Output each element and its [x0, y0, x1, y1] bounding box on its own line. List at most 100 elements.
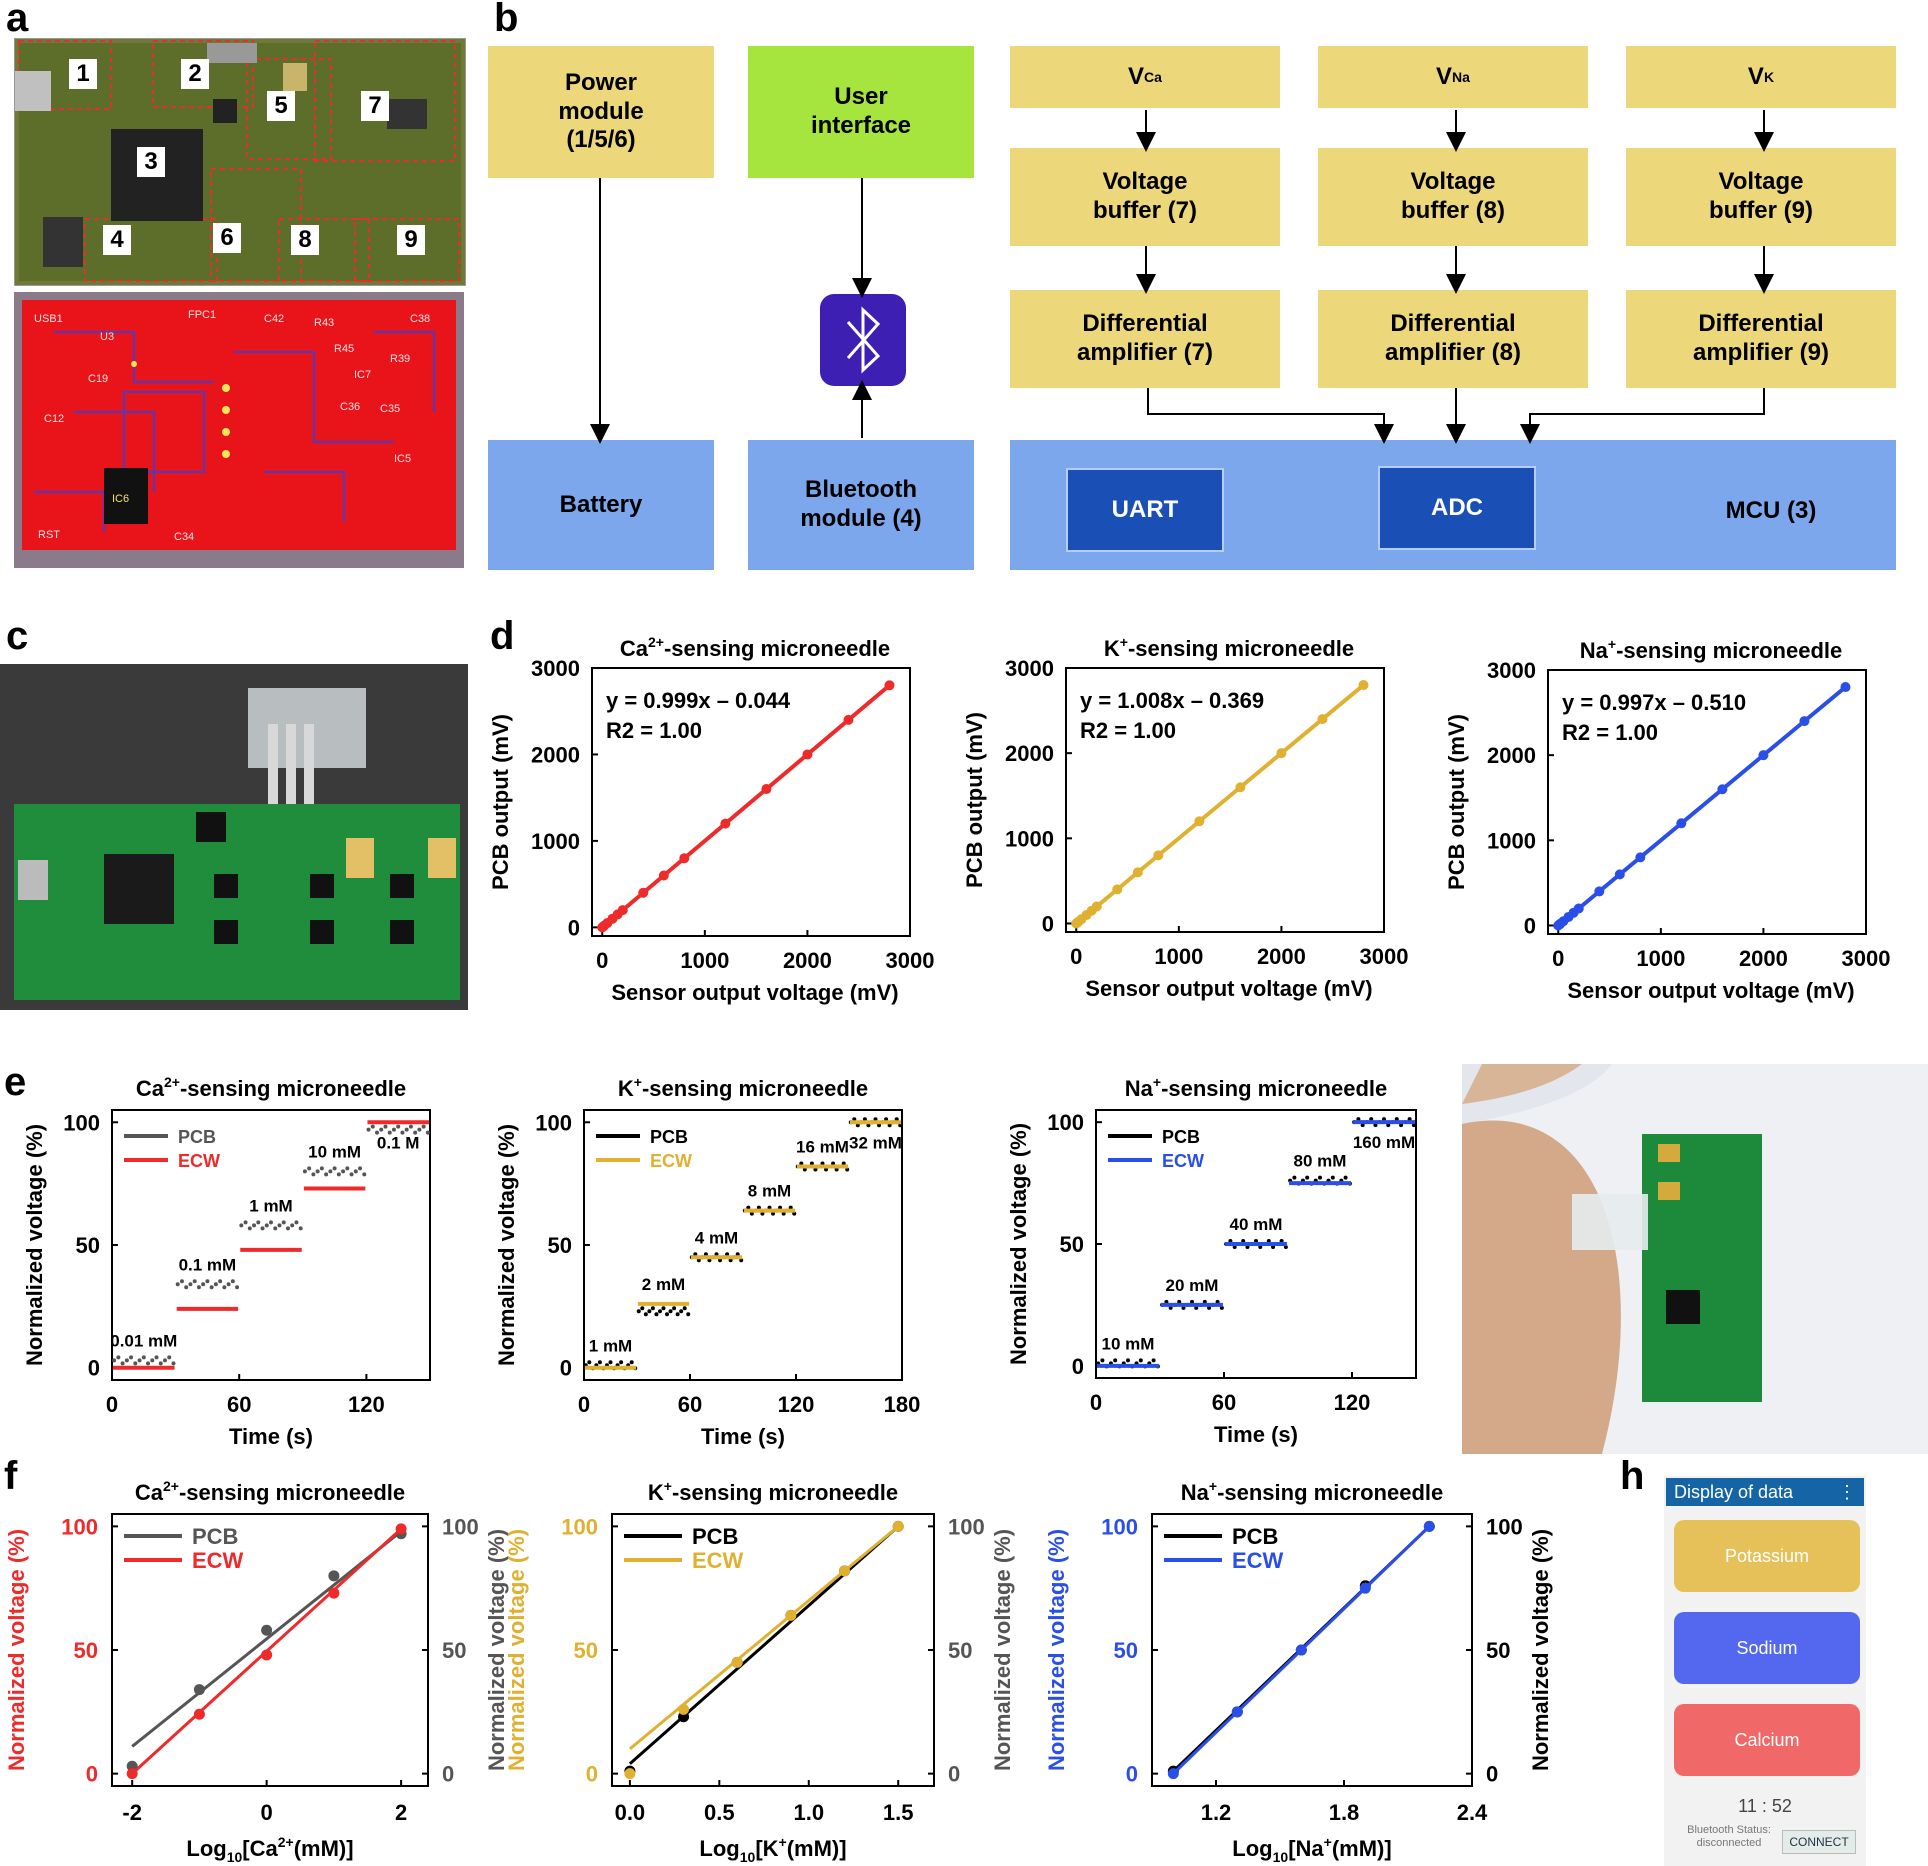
f-fit-line-0-0 — [131, 1530, 403, 1748]
d-point-0-8 — [658, 870, 669, 881]
panel-label-f: f — [4, 1454, 18, 1498]
d-point-1-9 — [1153, 850, 1164, 861]
e-ytick-label-2-100: 100 — [1047, 1110, 1084, 1135]
f-ytick-label-right-2-0: 0 — [1486, 1762, 1498, 1787]
d-xtick-label-0-3000: 3000 — [886, 948, 935, 973]
e-pcb-dot-0-0-21 — [154, 1355, 159, 1360]
layout-label-c34: C34 — [174, 531, 194, 543]
e-pcb-dot-2-0-15 — [1126, 1358, 1130, 1363]
panel-label-h: h — [1620, 1454, 1645, 1498]
d-chart-title-1: K+-sensing microneedle — [1104, 634, 1354, 661]
d-point-1-6 — [1091, 901, 1102, 912]
e-pcb-dot-0-4-121 — [366, 1127, 371, 1132]
e-annotation-2-2: 40 mM — [1230, 1215, 1283, 1234]
d-xtick-label-2-1000: 1000 — [1636, 946, 1685, 971]
d-point-0-7 — [638, 887, 649, 898]
e-chart-title-2: Na+-sensing microneedle — [1125, 1074, 1388, 1101]
e-pcb-dot-2-0-3 — [1100, 1358, 1105, 1363]
d-equation-0: y = 0.999x – 0.044 — [606, 688, 791, 713]
layout-label-c36: C36 — [340, 401, 360, 413]
e-pcb-dot-2-3-105 — [1318, 1175, 1322, 1180]
overflow-menu-icon[interactable]: ⋮ — [1838, 1481, 1856, 1502]
e-legend-label-0-0: PCB — [178, 1127, 216, 1147]
e-pcb-dot-0-1-59 — [235, 1285, 240, 1290]
e-pcb-dot-1-1-51 — [672, 1306, 677, 1311]
e-pcb-dot-0-0-9 — [129, 1355, 134, 1360]
e-pcb-dot-0-1-31 — [175, 1282, 180, 1287]
e-ylabel-1: Normalized voltage (%) — [494, 1124, 519, 1366]
v-na-subscript: Na — [1452, 68, 1470, 85]
f-point-1-1-1 — [678, 1703, 690, 1715]
potassium-button[interactable]: Potassium — [1674, 1520, 1860, 1592]
e-ytick-label-1-0: 0 — [560, 1356, 572, 1381]
d-ytick-label-1-0: 0 — [1042, 911, 1054, 936]
e-pcb-dot-0-4-143 — [413, 1130, 418, 1135]
f-legend-label-0-0: PCB — [192, 1524, 238, 1549]
f-chart-title-2: Na+-sensing microneedle — [1181, 1478, 1444, 1505]
sodium-button[interactable]: Sodium — [1674, 1612, 1860, 1684]
e-annotation-1-1: 2 mM — [642, 1275, 685, 1294]
e-pcb-dot-0-0-25 — [163, 1358, 167, 1363]
bluetooth-icon — [820, 294, 906, 386]
e-pcb-dot-0-2-69 — [256, 1220, 261, 1225]
d-xtick-label-1-1000: 1000 — [1154, 944, 1203, 969]
e-pcb-dot-0-4-139 — [404, 1127, 409, 1132]
e-chart-title-0: Ca2+-sensing microneedle — [136, 1074, 406, 1101]
arm-photo-graphic — [1462, 1064, 1928, 1454]
e-pcb-dot-0-2-85 — [290, 1223, 295, 1228]
e-annotation-2-4: 160 mM — [1353, 1133, 1415, 1152]
pcb-layout-graphic: USB1 U3 FPC1 C42 R43 R45 R39 C38 C12 C19… — [22, 300, 456, 550]
d-xtick-label-1-2000: 2000 — [1257, 944, 1306, 969]
voltage-buffer-k: Voltage buffer (9) — [1626, 148, 1896, 246]
diff-amp-k: Differential amplifier (9) — [1626, 290, 1896, 388]
layout-label-c12: C12 — [44, 413, 64, 425]
e-pcb-dot-0-1-37 — [188, 1282, 193, 1287]
d-point-2-12 — [1758, 750, 1769, 761]
d-ytick-label-2-3000: 3000 — [1487, 658, 1536, 683]
d-point-1-8 — [1132, 867, 1143, 878]
pcb-label-9: 9 — [397, 225, 425, 255]
f-ylabel-right-1: Normalized voltage (%) — [990, 1529, 1015, 1771]
power-module-block: Power module (1/5/6) — [488, 46, 714, 178]
f-ylabel-left-2: Normalized voltage (%) — [1044, 1529, 1069, 1771]
layout-label-r43: R43 — [314, 317, 334, 329]
e-xlabel-1: Time (s) — [701, 1424, 785, 1449]
e-pcb-dot-1-1-53 — [675, 1312, 680, 1317]
e-annotation-0-2: 1 mM — [249, 1196, 292, 1215]
e-pcb-dot-0-4-149 — [425, 1130, 430, 1135]
d-r2-1: R2 = 1.00 — [1080, 718, 1176, 743]
layout-label-ic6: IC6 — [112, 493, 129, 505]
pcb-label-7: 7 — [361, 91, 389, 121]
calcium-button[interactable]: Calcium — [1674, 1704, 1860, 1776]
e-pcb-dot-0-0-5 — [120, 1361, 125, 1366]
panel-label-e: e — [4, 1060, 27, 1104]
connect-button[interactable]: CONNECT — [1782, 1830, 1856, 1854]
e-pcb-dot-0-4-125 — [375, 1130, 379, 1135]
pcb-label-4: 4 — [103, 225, 131, 255]
d-ytick-label-1-1000: 1000 — [1005, 826, 1054, 851]
d-xtick-label-0-2000: 2000 — [783, 948, 832, 973]
e-ytick-label-2-0: 0 — [1072, 1354, 1084, 1379]
d-fit-line-2 — [1556, 685, 1847, 928]
pcb-label-1: 1 — [69, 59, 97, 89]
f-xlabel-0: Log10[Ca2+(mM)] — [186, 1834, 353, 1865]
e-pcb-dot-0-1-51 — [218, 1279, 223, 1284]
e-pcb-dot-0-3-95 — [311, 1172, 316, 1177]
e-pcb-dot-0-4-135 — [396, 1124, 401, 1129]
d-ytick-label-0-0: 0 — [568, 915, 580, 940]
f-xtick-label-1-3: 1.5 — [883, 1800, 914, 1825]
voltage-buffer-na: Voltage buffer (8) — [1318, 148, 1588, 246]
e-annotation-0-3: 10 mM — [308, 1142, 361, 1161]
f-ytick-label-left-0-100: 100 — [61, 1514, 98, 1539]
e-ytick-label-2-50: 50 — [1060, 1232, 1084, 1257]
e-xtick-label-1-120: 120 — [778, 1392, 815, 1417]
f-ytick-label-right-2-50: 50 — [1486, 1638, 1510, 1663]
e-pcb-dot-0-1-33 — [179, 1279, 184, 1284]
e-pcb-dot-0-0-27 — [167, 1355, 172, 1360]
f-xtick-label-0-1: 0 — [261, 1800, 273, 1825]
e-pcb-dot-0-0-7 — [124, 1358, 129, 1363]
f-ytick-label-left-2-50: 50 — [1114, 1638, 1138, 1663]
panel-label-d: d — [490, 614, 515, 658]
e-pcb-dot-1-0-3 — [587, 1360, 592, 1365]
